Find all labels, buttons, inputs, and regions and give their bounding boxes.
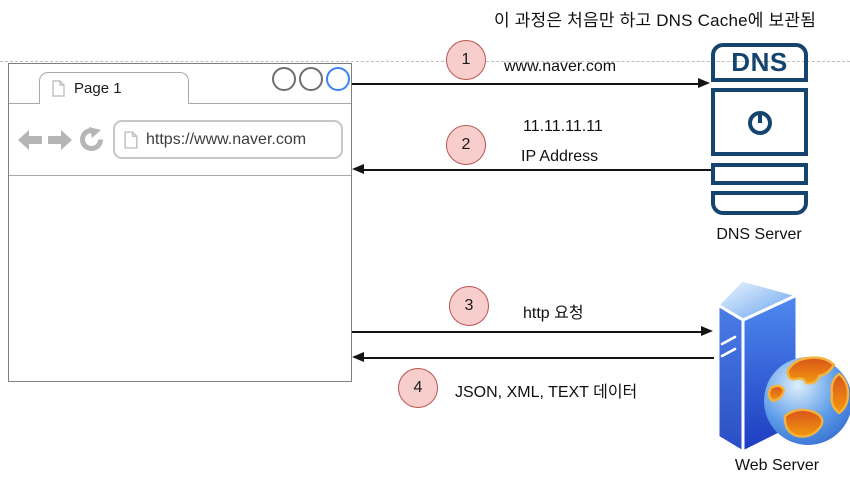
step-circle-3: 3 xyxy=(449,286,489,326)
window-circle-2 xyxy=(299,67,323,91)
step-2-label-line1: 11.11.11.11 xyxy=(523,118,603,135)
arrow-4-head xyxy=(352,352,364,362)
dns-server-icon: DNS xyxy=(711,43,808,215)
back-arrow-icon xyxy=(18,130,42,150)
arrow-4-line xyxy=(362,357,714,359)
diagram-title: 이 과정은 처음만 하고 DNS Cache에 보관됨 xyxy=(493,11,817,30)
dns-tower-top-unit: DNS xyxy=(711,43,808,82)
step-4-label: JSON, XML, TEXT 데이터 xyxy=(455,384,638,401)
arrow-3-head xyxy=(701,326,713,336)
arrow-3-line xyxy=(352,331,702,333)
dns-tower-power-unit xyxy=(711,88,808,156)
web-server-caption: Web Server xyxy=(734,457,820,474)
server-vent-slashes xyxy=(720,335,737,358)
step-number: 3 xyxy=(464,297,474,314)
browser-window: Page 1 https://www.naver.com xyxy=(8,63,352,382)
web-server-icon xyxy=(716,278,850,452)
step-number: 2 xyxy=(461,136,471,153)
url-text: https://www.naver.com xyxy=(146,130,307,148)
url-bar: https://www.naver.com xyxy=(113,120,343,159)
step-circle-1: 1 xyxy=(446,40,486,80)
step-circle-4: 4 xyxy=(398,368,438,408)
browser-toolbar: https://www.naver.com xyxy=(9,104,351,176)
arrow-1-head xyxy=(698,78,710,88)
dns-server-caption: DNS Server xyxy=(716,226,802,243)
forward-arrow-icon xyxy=(48,130,72,150)
browser-content-area xyxy=(9,176,351,381)
browser-tab: Page 1 xyxy=(39,72,189,104)
browser-tab-bar: Page 1 xyxy=(9,64,351,104)
dns-unit-label: DNS xyxy=(731,47,788,77)
arrow-1-line xyxy=(352,83,699,85)
step-2-label-line2: IP Address xyxy=(521,148,599,165)
window-circle-active xyxy=(326,67,350,91)
refresh-icon xyxy=(80,127,103,151)
step-number: 4 xyxy=(413,379,423,396)
dns-tower-bottom-unit xyxy=(711,191,808,215)
page-icon xyxy=(124,130,138,149)
tab-label: Page 1 xyxy=(74,80,122,97)
arrow-2-line xyxy=(362,169,713,171)
window-circle-1 xyxy=(272,67,296,91)
arrow-2-head xyxy=(352,164,364,174)
power-icon xyxy=(747,111,772,135)
step-1-label: www.naver.com xyxy=(504,58,617,75)
page-icon xyxy=(52,80,65,97)
dns-tower-slot-unit xyxy=(711,163,808,185)
globe-icon xyxy=(764,356,850,445)
step-3-label: http 요청 xyxy=(523,305,584,322)
step-number: 1 xyxy=(461,51,471,68)
step-circle-2: 2 xyxy=(446,125,486,165)
dns-cache-dashed-line xyxy=(0,61,850,62)
